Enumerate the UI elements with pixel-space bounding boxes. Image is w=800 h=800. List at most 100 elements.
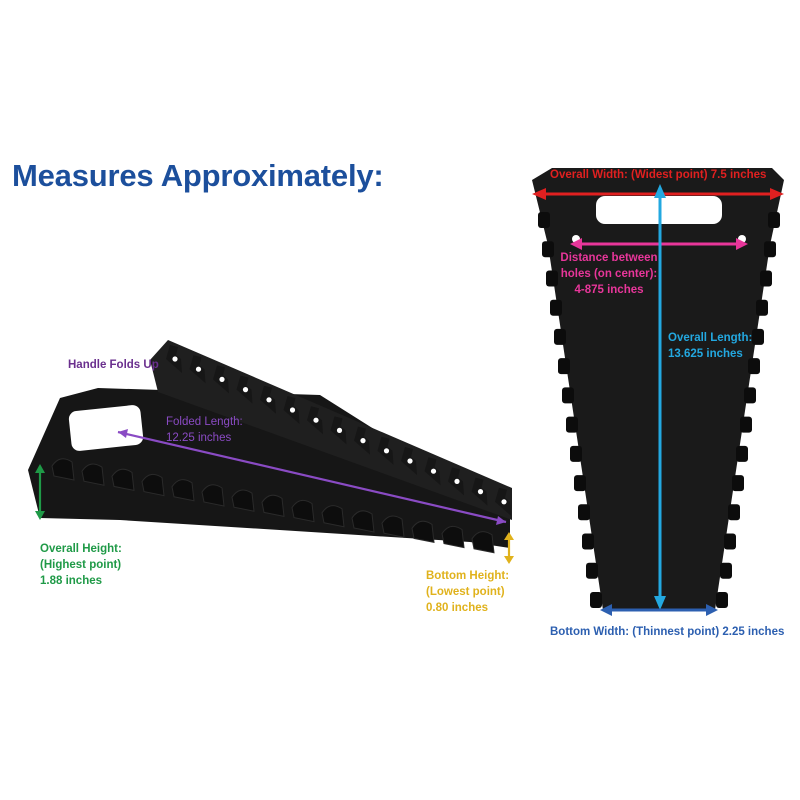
folded-length-arrow: [117, 430, 507, 524]
back-tooth: [354, 426, 370, 455]
side-tooth-right: [716, 592, 728, 608]
page-title: Measures Approximately:: [12, 158, 384, 193]
side-tooth-right: [760, 270, 772, 287]
side-tooth-left: [586, 562, 598, 579]
side-tooth-left: [554, 328, 566, 345]
hole-distance-title: Distance between: [560, 252, 658, 264]
side-tooth-right: [720, 562, 732, 579]
overall-length-label: Overall Length: 13.625 inches: [668, 330, 752, 362]
front-tooth: [351, 510, 375, 533]
side-tooth-left: [550, 299, 562, 316]
back-tooth: [495, 487, 511, 516]
side-tooth-right: [724, 533, 736, 550]
front-tooth: [261, 494, 285, 518]
side-tooth-left: [578, 504, 590, 521]
bottom-width-label: Bottom Width: (Thinnest point) 2.25 inch…: [550, 626, 785, 638]
hole-distance-subtitle: holes (on center):: [560, 268, 658, 280]
back-tooth: [213, 365, 229, 394]
side-tooth-left: [582, 533, 594, 550]
rack-back-teeth: [166, 345, 511, 516]
bottom-height-label: Bottom Height: (Lowest point) 0.80 inche…: [426, 568, 509, 616]
back-tooth: [307, 406, 323, 435]
side-tooth-right: [764, 241, 776, 258]
front-tooth: [411, 520, 435, 544]
back-tooth: [236, 375, 253, 404]
front-tooth: [171, 479, 195, 502]
bottom-height-arrowhead-bottom: [504, 556, 514, 564]
hole-distance-arrowhead-left: [570, 238, 582, 250]
front-tooth: [51, 458, 75, 481]
side-tooth-right: [736, 445, 748, 462]
overall-height-label: Overall Height: (Highest point) 1.88 inc…: [40, 541, 122, 589]
overall-height-value: 1.88 inches: [40, 575, 103, 587]
rack-top-view-body: [532, 168, 784, 610]
back-tooth: [401, 447, 417, 475]
folded-length-arrowhead-start: [118, 429, 128, 438]
overall-length-arrowhead-top: [654, 184, 666, 198]
back-tooth: [189, 355, 206, 384]
side-tooth-left: [538, 212, 550, 228]
folded-length-arrowhead-end: [496, 516, 506, 525]
bottom-height-title: Bottom Height:: [426, 570, 510, 582]
back-tooth: [283, 396, 300, 424]
bottom-height-subtitle: (Lowest point): [426, 586, 505, 598]
overall-width-label: Overall Width: (Widest point) 7.5 inches: [550, 169, 767, 181]
side-tooth-right: [732, 475, 744, 492]
bottom-height-arrowhead-top: [504, 532, 514, 540]
front-tooth: [141, 473, 165, 497]
overall-length-title: Overall Length:: [668, 332, 753, 344]
back-tooth: [471, 477, 488, 506]
front-tooth: [111, 468, 135, 492]
side-tooth-right: [740, 416, 752, 433]
back-tooth: [166, 345, 182, 373]
side-tooth-left: [566, 416, 578, 433]
overall-height-arrowhead-top: [35, 464, 45, 473]
overall-height-arrowhead-bottom: [35, 511, 45, 520]
side-tooth-right: [748, 358, 760, 375]
back-tooth: [448, 467, 464, 496]
front-tooth: [291, 499, 315, 523]
front-tooth: [81, 463, 105, 486]
side-tooth-left: [562, 387, 574, 404]
front-tooth: [321, 505, 345, 528]
side-tooth-left: [558, 358, 570, 375]
hole-distance-label: Distance between holes (on center): 4-87…: [548, 250, 670, 298]
side-tooth-right: [752, 328, 764, 345]
hole-distance-value: 4-875 inches: [574, 284, 644, 296]
overall-height-title: Overall Height:: [40, 543, 122, 555]
hole-distance-arrowhead-right: [736, 238, 748, 250]
front-tooth: [441, 525, 465, 549]
handle-slot: [68, 405, 144, 451]
side-tooth-left: [542, 241, 554, 258]
side-tooth-left: [570, 445, 582, 462]
front-tooth: [201, 484, 225, 507]
front-tooth: [381, 515, 405, 538]
back-tooth: [377, 436, 394, 465]
side-tooth-right: [744, 387, 756, 404]
rack-front-teeth: [51, 458, 495, 554]
side-tooth-left: [590, 592, 602, 608]
back-tooth: [424, 457, 441, 486]
bottom-width-arrowhead-left: [600, 604, 612, 616]
handle-folds-up-label: Handle Folds Up: [68, 359, 159, 371]
back-tooth: [260, 385, 276, 414]
overall-height-subtitle: (Highest point): [40, 559, 122, 571]
overall-width-arrowhead-right: [770, 188, 784, 200]
side-tooth-right: [768, 212, 780, 228]
front-tooth: [471, 531, 495, 554]
overall-length-arrowhead-bottom: [654, 596, 666, 610]
side-tooth-left: [546, 270, 558, 287]
folded-length-label: Folded Length: 12.25 inches: [166, 414, 243, 446]
side-tooth-left: [574, 475, 586, 492]
overall-width-arrowhead-left: [532, 188, 546, 200]
bottom-width-arrowhead-right: [706, 604, 718, 616]
rack-top-view-side-teeth: [538, 212, 780, 608]
folded-length-title: Folded Length:: [166, 416, 243, 428]
side-tooth-right: [728, 504, 740, 521]
folded-length-value: 12.25 inches: [166, 432, 232, 444]
bottom-height-value: 0.80 inches: [426, 602, 489, 614]
back-tooth: [330, 416, 347, 445]
side-tooth-right: [756, 299, 768, 316]
front-tooth: [231, 489, 255, 512]
